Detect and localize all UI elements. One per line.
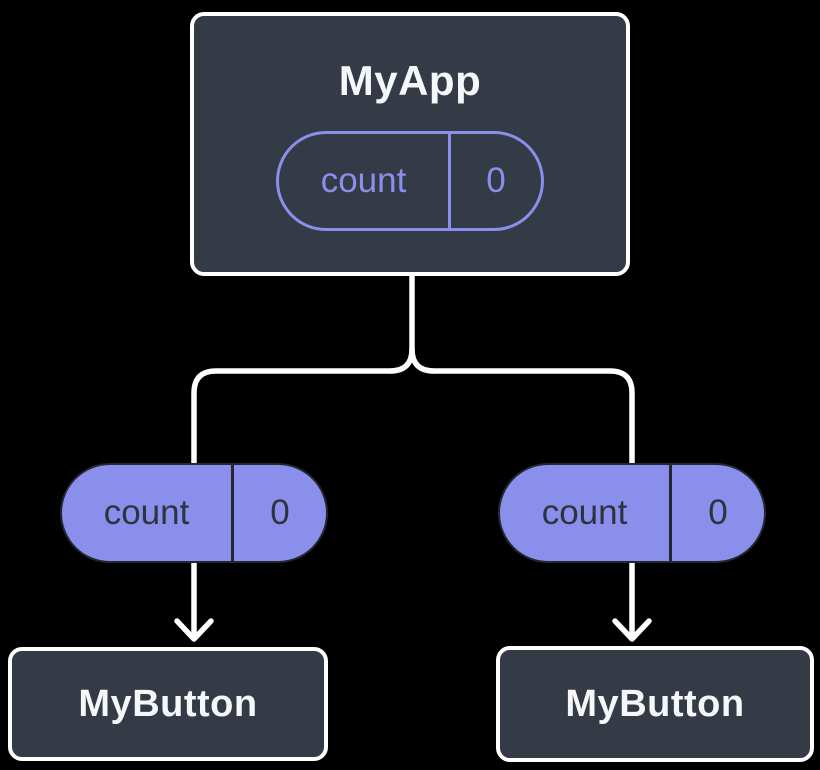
node-mybutton-left-title: MyButton <box>78 682 258 725</box>
connector-left-branch <box>191 271 415 637</box>
node-myapp: MyApp count 0 <box>190 12 630 276</box>
arrowhead-left-icon <box>174 618 214 642</box>
prop-pill-left-label: count <box>103 493 190 532</box>
prop-pill-right-label: count <box>541 493 628 532</box>
prop-pill-right-divider <box>669 465 672 561</box>
prop-pill-left-divider <box>231 465 234 561</box>
node-mybutton-right: MyButton <box>496 646 814 762</box>
state-pill-root-label: count <box>320 161 407 200</box>
state-pill-root-divider <box>448 134 451 228</box>
arrowhead-right-icon <box>612 618 652 642</box>
state-pill-root: count 0 <box>276 131 544 231</box>
connector-right-branch <box>409 346 635 637</box>
node-mybutton-left: MyButton <box>8 647 328 761</box>
state-pill-root-value: 0 <box>486 161 506 200</box>
prop-pill-right: count 0 <box>498 463 766 563</box>
prop-pill-left: count 0 <box>60 463 328 563</box>
prop-pill-left-value: 0 <box>270 493 290 532</box>
node-myapp-title: MyApp <box>338 57 482 104</box>
prop-pill-right-value: 0 <box>708 493 728 532</box>
node-mybutton-right-title: MyButton <box>565 682 745 725</box>
